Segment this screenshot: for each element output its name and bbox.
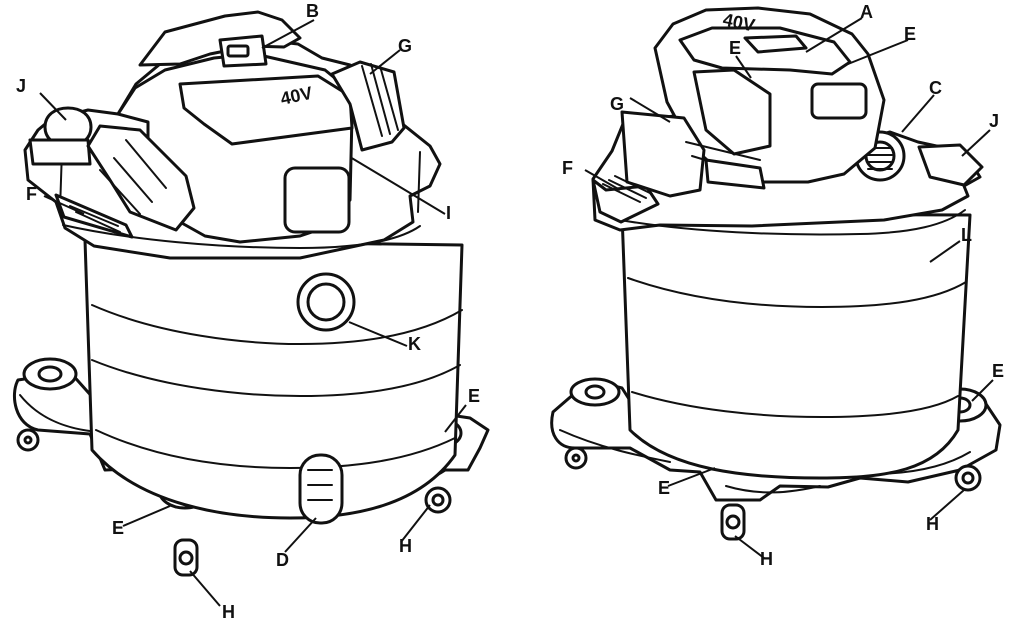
leader-lines [39,17,994,607]
left-vacuum: 40V [13,10,490,577]
label-k: K [408,334,421,354]
label-c: C [929,78,942,98]
label-j-left: J [16,76,26,96]
label-h-left-bottom: H [222,602,235,622]
label-g-left: G [398,36,412,56]
label-h-right-side: H [926,514,939,534]
label-h-left-right: H [399,536,412,556]
label-a: A [860,2,873,22]
label-f-left: F [26,184,37,204]
label-e-left-right: E [468,386,480,406]
label-h-right-bottom: H [760,549,773,569]
label-e-right-top-right: E [904,24,916,44]
right-vacuum: 40V [550,6,1002,541]
label-d: D [276,550,289,570]
label-l: L [961,225,972,245]
label-j-right: J [989,111,999,131]
label-e-left-bottom: E [112,518,124,538]
label-g-right: G [610,94,624,114]
label-f-right: F [562,158,573,178]
label-i: I [446,203,451,223]
label-e-right-bottom: E [658,478,670,498]
label-e-right-top-left: E [729,38,741,58]
label-b: B [306,1,319,21]
label-e-right-side: E [992,361,1004,381]
part-labels: B G J F I K E E D H H A E E G F C J L E … [16,1,1004,622]
